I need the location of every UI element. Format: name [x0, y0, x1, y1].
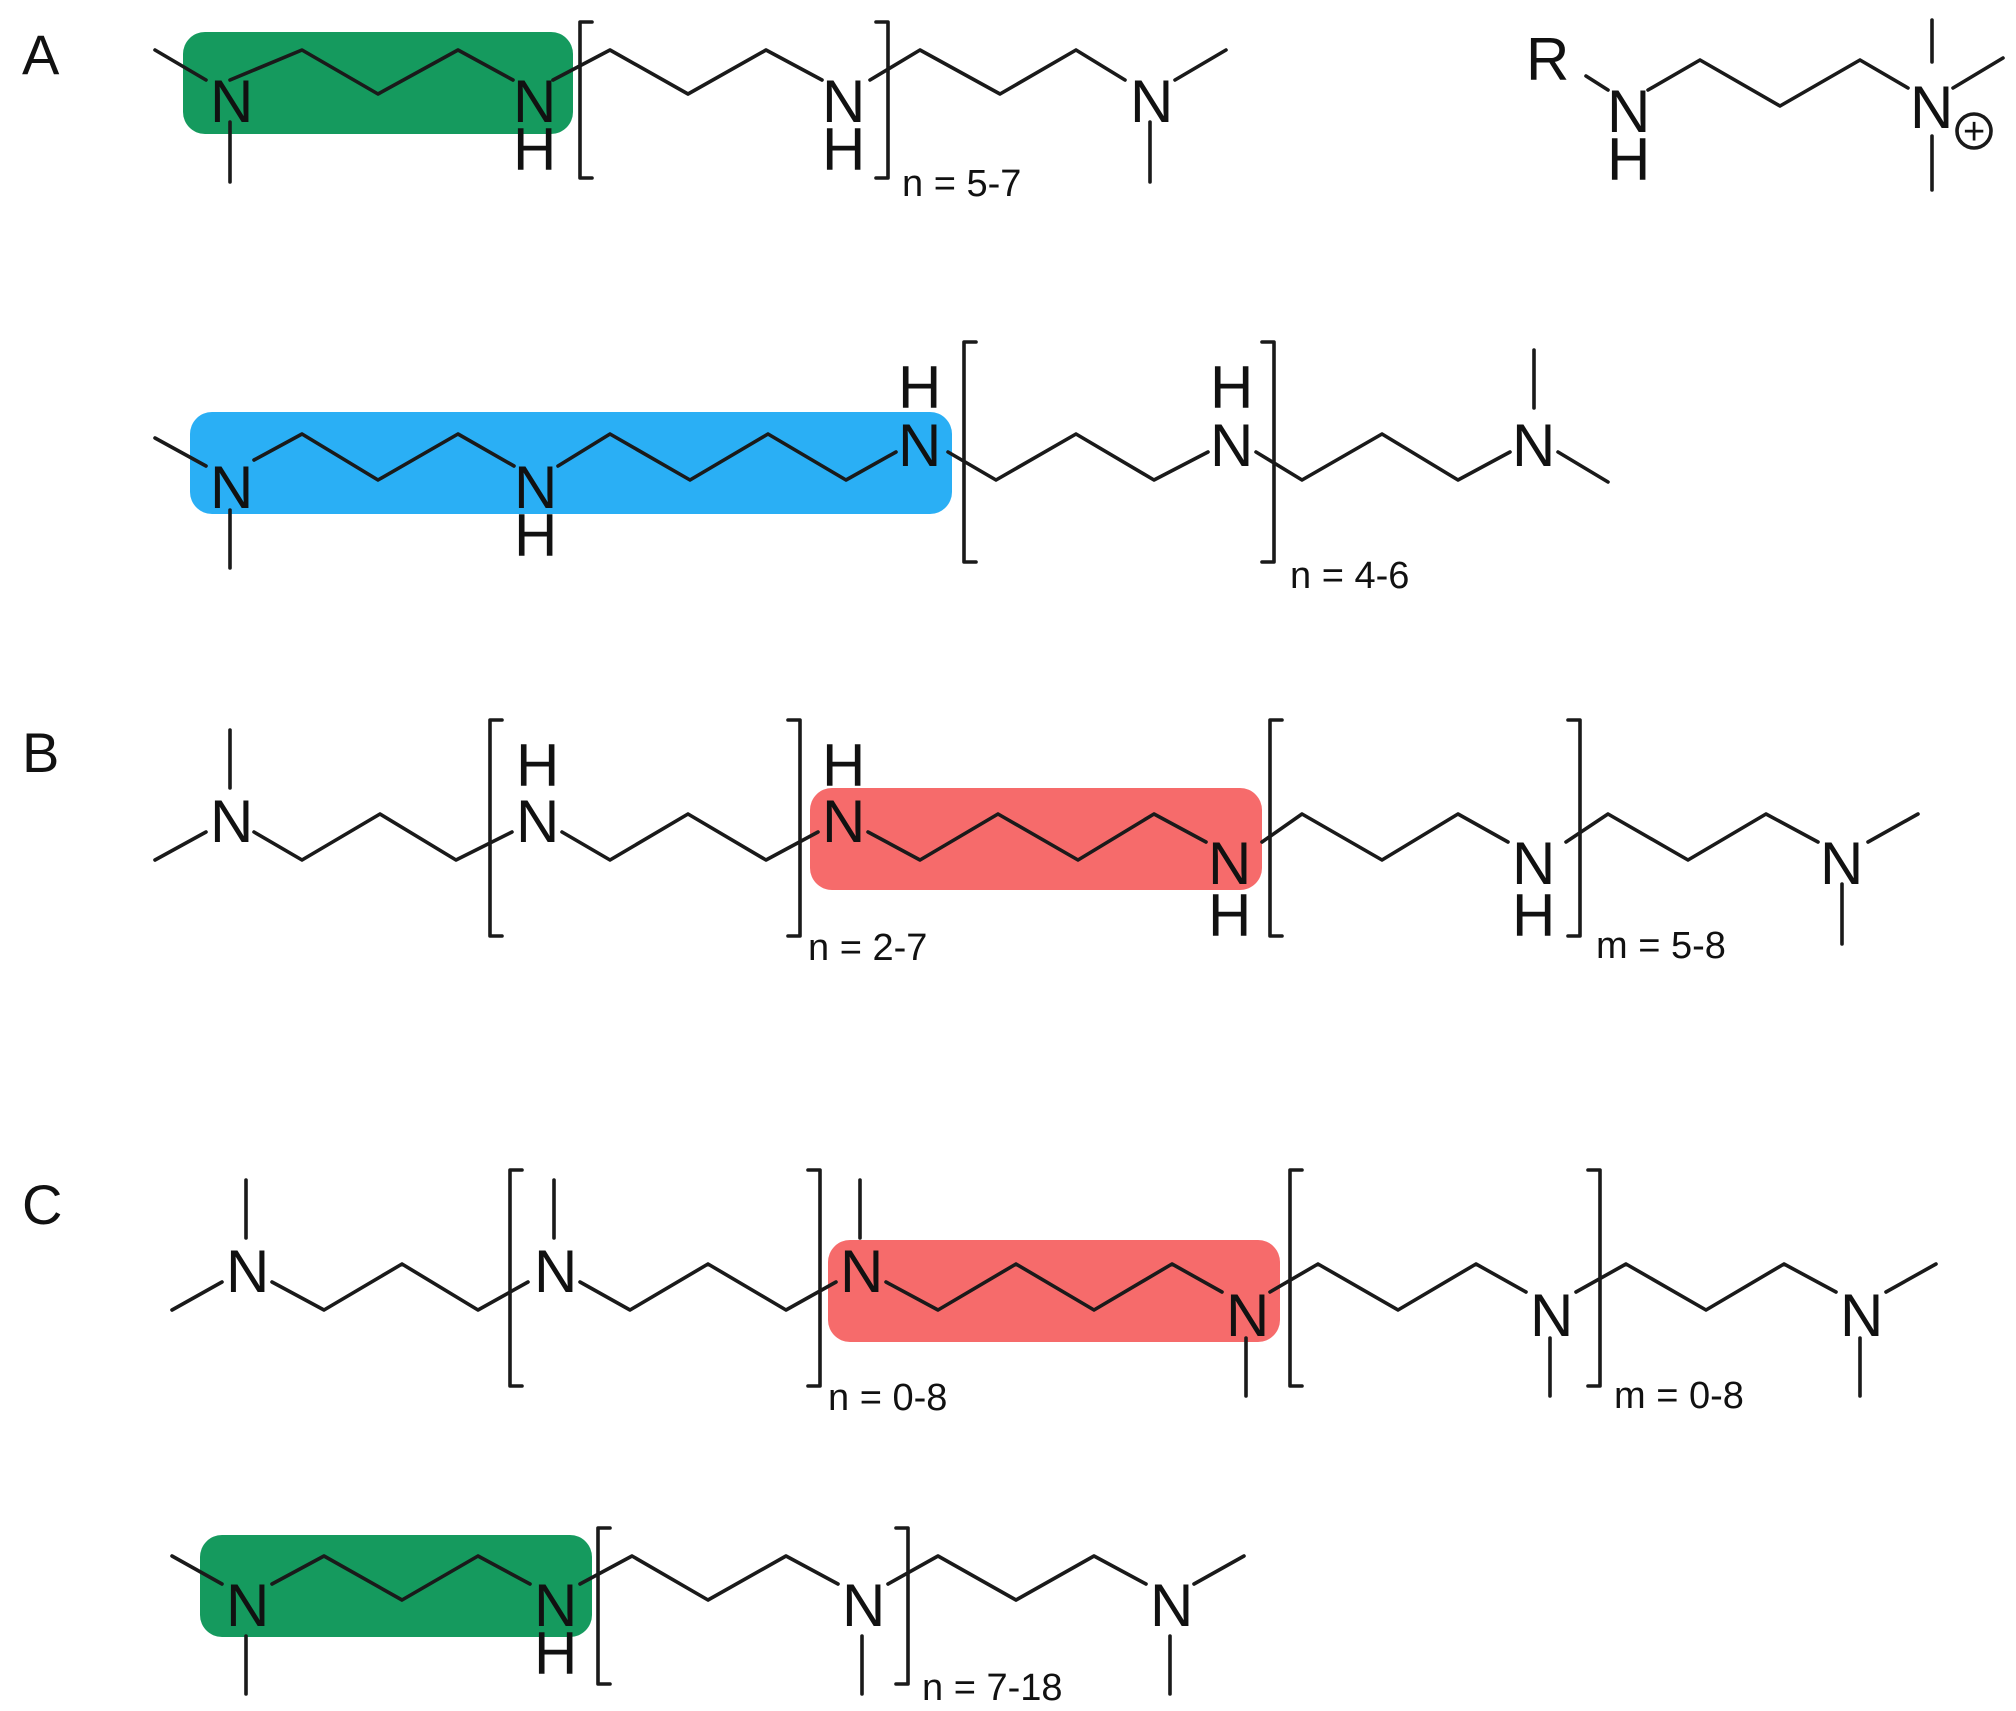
atom-n: N — [210, 68, 253, 135]
atom-n: N — [226, 1238, 269, 1305]
positive-charge-circle — [1955, 112, 1993, 150]
atom-n: N — [534, 1572, 577, 1639]
highlight-red-box-c — [828, 1240, 1280, 1342]
atom-n: N — [210, 454, 253, 521]
atom-h: H — [1210, 354, 1253, 421]
atom-n: N — [1840, 1282, 1883, 1349]
bonds — [153, 812, 1920, 862]
bonds — [153, 432, 1610, 484]
structure-c2: N N H N N n = 7-18 — [170, 1526, 1246, 1709]
atom-h: H — [514, 502, 557, 569]
atom-n: N — [822, 68, 865, 135]
atom-h: H — [513, 116, 556, 183]
atom-n: N — [1512, 412, 1555, 479]
bonds-vertical — [244, 1634, 1172, 1696]
bonds-vertical — [228, 120, 1152, 184]
atom-n: N — [898, 412, 941, 479]
highlight-blue-box-a — [190, 412, 952, 514]
bonds-vertical — [244, 1178, 1862, 1398]
atom-n: N — [1210, 412, 1253, 479]
structure-c1: N N N N N N n = 0-8 m = 0-8 — [170, 1168, 1938, 1419]
repeat-count-label: n = 7-18 — [922, 1667, 1063, 1709]
bonds-vertical — [228, 728, 1844, 946]
bonds — [170, 1554, 1246, 1602]
bracket-left — [1288, 1168, 1304, 1388]
atom-h: H — [822, 732, 865, 799]
bracket-right — [786, 718, 802, 938]
atom-n: N — [516, 788, 559, 855]
atom-n: N — [1512, 830, 1555, 897]
bracket-right — [806, 1168, 822, 1388]
atom-n: N — [822, 788, 865, 855]
atom-n: N — [534, 1238, 577, 1305]
atom-h: H — [534, 1620, 577, 1687]
structure-a2: N N H H N H N N n = 4-6 — [153, 340, 1610, 597]
bracket-right — [894, 1526, 910, 1686]
repeat-count-label: n = 4-6 — [1290, 555, 1409, 597]
atom-n: N — [1530, 1282, 1573, 1349]
atom-n: N — [1226, 1282, 1269, 1349]
atom-n: N — [513, 68, 556, 135]
bonds — [170, 1262, 1938, 1312]
atom-r: R — [1526, 26, 1569, 93]
structure-a1: N N H N H N n = 5-7 — [153, 20, 1228, 205]
bracket-right — [874, 20, 890, 180]
highlight-red-box-b — [810, 788, 1262, 890]
atom-n: N — [1607, 78, 1650, 145]
panel-label-a: A — [22, 23, 60, 86]
atom-h: H — [1512, 882, 1555, 949]
atom-n: N — [842, 1572, 885, 1639]
bracket-left — [1268, 718, 1284, 938]
highlight-green-box-c — [200, 1535, 592, 1637]
positive-charge-sign: + — [1963, 111, 1985, 153]
atom-n: N — [1910, 74, 1953, 141]
bracket-left — [488, 718, 504, 938]
repeat-count-label: n = 2-7 — [808, 927, 927, 969]
panel-label-b: B — [22, 721, 59, 784]
bracket-left — [578, 20, 594, 180]
atom-n: N — [1150, 1572, 1193, 1639]
bonds-vertical — [228, 348, 1536, 570]
bonds — [153, 48, 1228, 96]
atom-n: N — [1130, 68, 1173, 135]
bracket-right — [1586, 1168, 1602, 1388]
structure-a-cation: R N H N + — [1526, 18, 2005, 193]
atom-h: H — [1607, 126, 1650, 193]
atom-h: H — [898, 354, 941, 421]
atom-n: N — [226, 1572, 269, 1639]
repeat-count-label: n = 5-7 — [902, 163, 1021, 205]
repeat-count-label: m = 5-8 — [1596, 925, 1726, 967]
atom-n: N — [514, 454, 557, 521]
bracket-left — [596, 1526, 612, 1686]
atom-h: H — [822, 116, 865, 183]
repeat-count-label: n = 0-8 — [828, 1377, 947, 1419]
bracket-left — [508, 1168, 524, 1388]
atom-n: N — [840, 1238, 883, 1305]
bonds — [1584, 56, 2005, 108]
structure-b: N H N H N N H N H N n = 2-7 m = 5-8 — [153, 718, 1920, 969]
bracket-left — [962, 340, 978, 564]
atom-n: N — [1208, 830, 1251, 897]
atom-n: N — [1820, 830, 1863, 897]
bracket-right — [1260, 340, 1276, 564]
atom-n: N — [210, 788, 253, 855]
bracket-right — [1566, 718, 1582, 938]
repeat-count-label: m = 0-8 — [1614, 1375, 1744, 1417]
panel-label-c: C — [22, 1173, 62, 1236]
atom-h: H — [1208, 882, 1251, 949]
atom-h: H — [516, 732, 559, 799]
